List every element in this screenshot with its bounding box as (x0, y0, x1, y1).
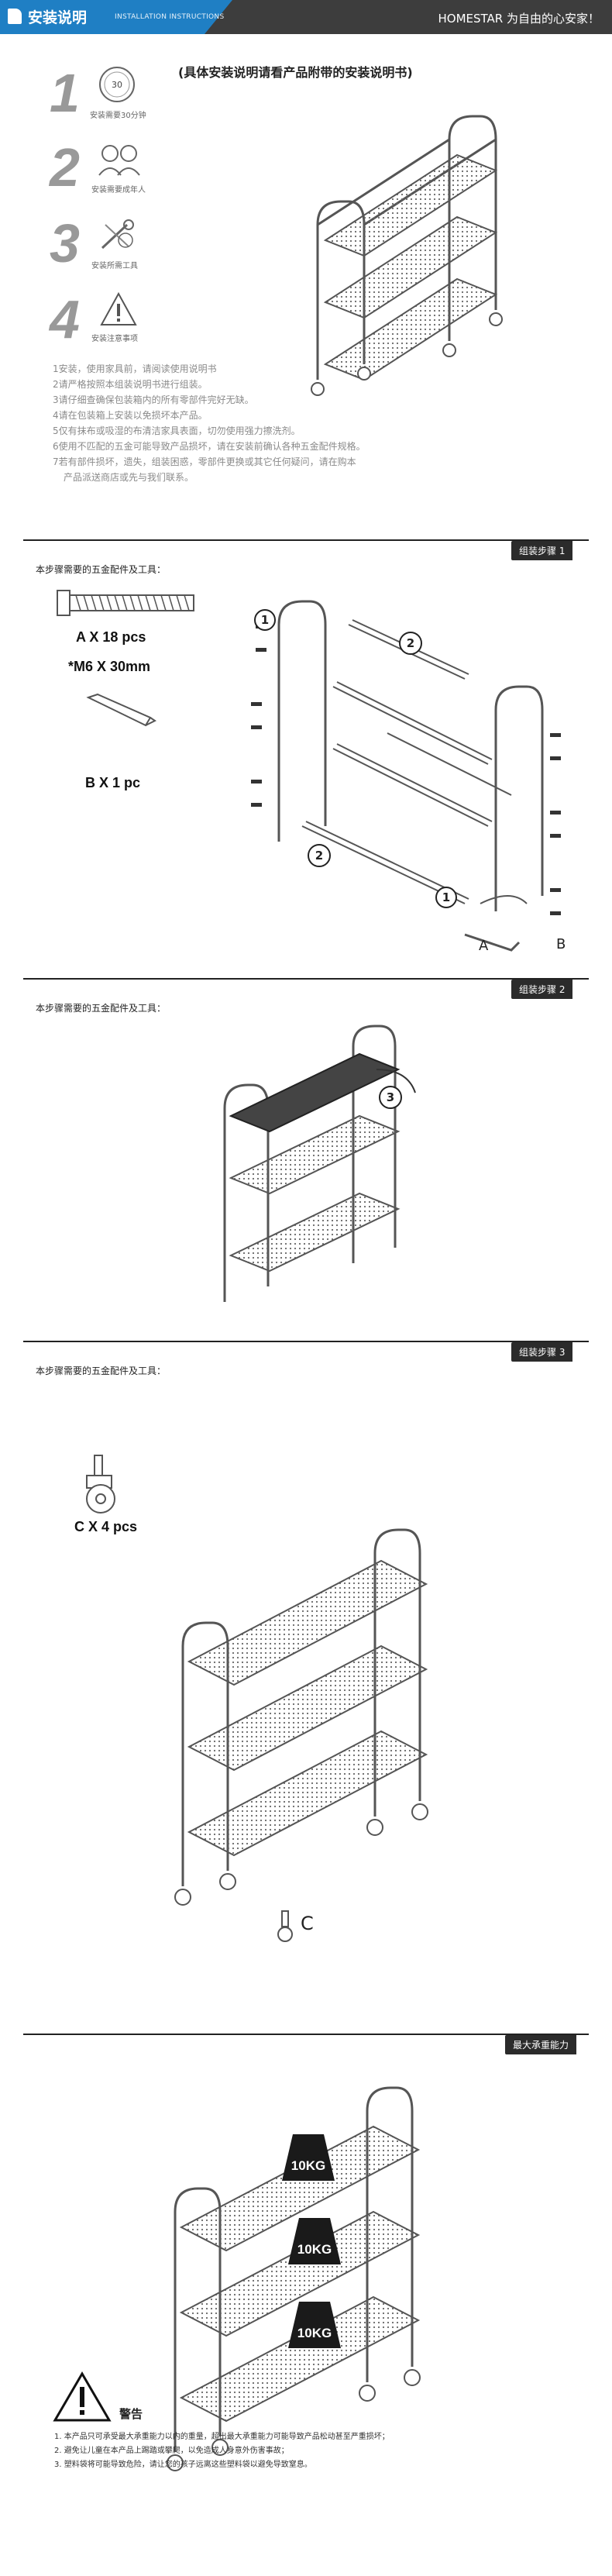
warning-line: 1. 本产品只可承受最大承重能力以内的重量，超出最大承重能力可能导致产品松动甚至… (54, 2433, 390, 2441)
step-3-badge: 组装步骤 3 (511, 1342, 573, 1362)
tool-label-b: B (556, 936, 566, 952)
callout-1b: 1 (442, 890, 450, 904)
intro-number-4: 4 (50, 289, 80, 350)
part-a-spec: *M6 X 30mm (68, 659, 151, 674)
intro-label-2: 安装需要成年人 (91, 186, 146, 195)
callout-2: 2 (407, 636, 414, 650)
callout-1: 1 (261, 613, 269, 627)
part-a-quantity: A X 18 pcs (76, 629, 146, 645)
section-divider (23, 1341, 589, 1342)
warning-triangle-icon (53, 2371, 112, 2422)
section-divider (23, 539, 589, 541)
weight-label-2: 10KG (297, 2242, 332, 2257)
step-1-exploded-diagram: 1 2 2 1 A B (251, 600, 566, 954)
warning-line: 3. 塑料袋将可能导致危险，请让您的孩子远离这些塑料袋以避免导致窒息。 (54, 2461, 312, 2469)
clock-text: 30 (112, 80, 122, 90)
intro-label-1: 安装需要30分钟 (90, 112, 146, 120)
intro-label-4: 安装注意事项 (91, 335, 138, 343)
section-divider (23, 978, 589, 980)
bolt-icon (57, 590, 194, 616)
notice-text: (具体安装说明请看产品附带的安装说明书) (178, 65, 413, 80)
warning-icon (100, 291, 137, 325)
people-icon (98, 145, 140, 176)
load-capacity-diagram: 10KG 10KG 10KG (167, 2086, 421, 2471)
document-icon (8, 9, 22, 24)
weight-label-1: 10KG (291, 2158, 325, 2173)
page-subtitle: INSTALLATION INSTRUCTIONS (115, 13, 225, 21)
step-3-caption: 本步骤需要的五金配件及工具： (36, 1365, 167, 1376)
allen-key-icon (86, 693, 156, 727)
step-3-rack-diagram: C (174, 1528, 428, 1942)
intro-number-2: 2 (50, 137, 80, 198)
intro-number-3: 3 (50, 213, 80, 274)
instruction-line: 3请仔细查确保包装箱内的所有零部件完好无缺。 (53, 394, 254, 405)
instruction-line: 4请在包装箱上安装以免损坏本产品。 (53, 410, 208, 421)
header-accent (0, 0, 232, 34)
step-2-caption: 本步骤需要的五金配件及工具： (36, 1003, 167, 1014)
page-title: 安装说明 (28, 9, 88, 26)
step-2-rack-diagram: 3 (223, 1025, 416, 1302)
part-c-quantity: C X 4 pcs (74, 1519, 138, 1534)
instruction-line: 产品派送商店或先与我们联系。 (64, 472, 194, 483)
step-1-caption: 本步骤需要的五金配件及工具： (36, 564, 167, 575)
callout-2b: 2 (315, 849, 323, 863)
weight-label-3: 10KG (297, 2326, 332, 2340)
instruction-line: 6使用不匹配的五金可能导致产品损坏，请在安装前确认各种五金配件规格。 (53, 441, 366, 452)
callout-c: C (301, 1913, 314, 1934)
callout-3: 3 (387, 1090, 394, 1104)
load-capacity-badge: 最大承重能力 (505, 2035, 577, 2054)
instruction-line: 1安装，使用家具前，请阅读使用说明书 (53, 363, 217, 374)
step-1-badge: 组装步骤 1 (511, 541, 573, 560)
intro-number-1: 1 (50, 63, 80, 123)
warning-line: 2. 避免让儿童在本产品上踢踏或攀爬，以免造成人身意外伤害事故； (54, 2447, 289, 2455)
instruction-line: 2请严格按照本组装说明书进行组装。 (53, 379, 208, 390)
part-b-quantity: B X 1 pc (85, 775, 141, 790)
warning-title: 警告 (119, 2407, 143, 2421)
rack-illustration-intro (311, 115, 503, 396)
section-divider (23, 2034, 589, 2035)
brand-slogan: HOMESTAR 为自由的心安家！ (438, 12, 600, 26)
intro-label-3: 安装所需工具 (91, 262, 138, 270)
step-2-badge: 组装步骤 2 (511, 980, 573, 999)
clock-icon: 30 (99, 67, 135, 102)
tools-icon (101, 219, 134, 250)
caster-wheel-icon (86, 1455, 115, 1514)
instruction-line: 7若有部件损坏，遗失，组装困惑，零部件更换或其它任何疑问，请在购本 (53, 456, 356, 467)
tool-label-a: A (479, 938, 489, 954)
instruction-line: 5仅有抹布或吸湿的布清洁家具表面，切勿使用强力擦洗剂。 (53, 425, 301, 436)
